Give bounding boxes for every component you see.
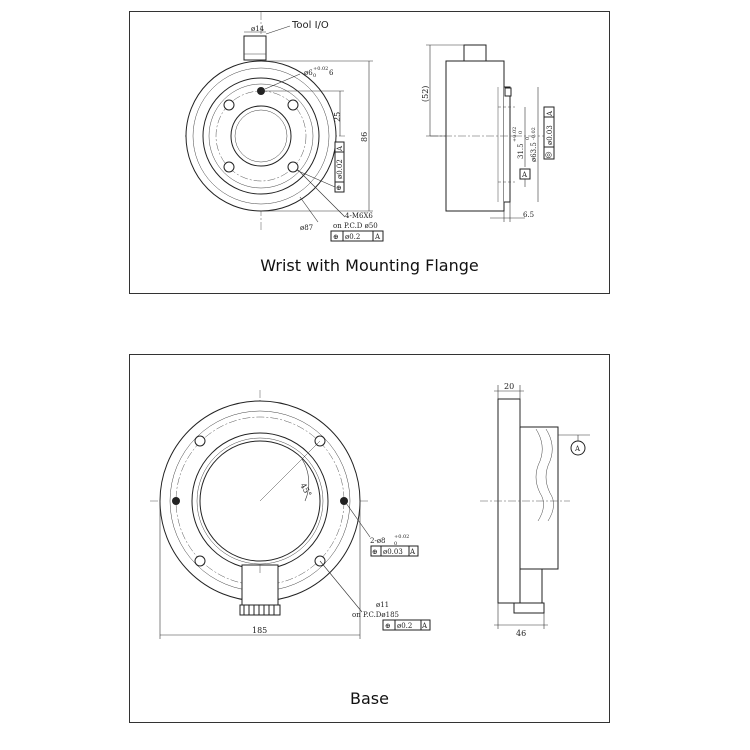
base-bolt-hole bbox=[194, 435, 206, 447]
side-dim52: (52) bbox=[421, 86, 430, 102]
side-conc-val: ø0.03 bbox=[546, 125, 554, 145]
base-bolt-hole bbox=[194, 555, 206, 567]
side-connector bbox=[463, 44, 487, 62]
side-tol63-upper: 0 bbox=[525, 137, 531, 140]
base-pin-pos-sym: ⊕ bbox=[372, 548, 378, 556]
pin-tol-upper: +0.02 bbox=[313, 66, 328, 72]
dim65-label: 6.5 bbox=[523, 211, 534, 219]
dim25-label: 25 bbox=[333, 112, 342, 122]
base-pcd-pos-sym: ⊕ bbox=[385, 622, 391, 630]
pos-tol-val: ø0.2 bbox=[345, 233, 360, 241]
dia14-label: ø14 bbox=[251, 25, 265, 33]
base-pin-holes: 2-ø8 bbox=[370, 537, 386, 545]
wrist-drawing-panel: ø14 Tool I/O ø6 +0.02 0 6 bbox=[129, 11, 610, 294]
base-pin-hole bbox=[172, 497, 180, 505]
flat-tol-val: ø0.02 bbox=[336, 159, 344, 179]
thread-hole bbox=[223, 161, 235, 173]
pcd-label: on P.C.D ø50 bbox=[333, 222, 378, 230]
base-pin-pos-ref: A bbox=[409, 548, 416, 556]
pos-tol-ref: A bbox=[374, 233, 381, 241]
base-caption: Base bbox=[350, 689, 389, 708]
side-dia63: ø63.5 bbox=[530, 142, 538, 162]
thread-hole bbox=[287, 161, 299, 173]
base-side-view: 20 46 A bbox=[480, 382, 590, 638]
tool-io-label: Tool I/O bbox=[291, 20, 329, 31]
wrist-side-view: (52) 31.5 +0.02 0 ø63.5 0 -0.02 A ø0.03 … bbox=[421, 44, 555, 222]
base-drawing-panel: 45° 185 2-ø8 +0.02 0 ⊕ bbox=[129, 354, 610, 723]
dim20-label: 20 bbox=[504, 382, 514, 391]
pin-depth-label: 6 bbox=[329, 69, 334, 77]
thread-hole bbox=[287, 99, 299, 111]
pos-tol-sym: ⊕ bbox=[333, 233, 339, 241]
wrist-caption: Wrist with Mounting Flange bbox=[260, 256, 479, 275]
base-datum-a bbox=[570, 440, 586, 456]
base-pcd-pos-ref: A bbox=[421, 622, 428, 630]
side-tol63-lower: -0.02 bbox=[531, 127, 537, 140]
base-pin-tol-upper: +0.02 bbox=[394, 534, 409, 540]
flat-tol-ref: A bbox=[336, 145, 344, 152]
side-tol315-lower: 0 bbox=[518, 131, 524, 134]
side-conc-sym: ◎ bbox=[545, 150, 552, 159]
tool-io-connector bbox=[243, 35, 267, 61]
center-bore bbox=[230, 105, 292, 167]
wrist-drawing: ø14 Tool I/O ø6 +0.02 0 6 bbox=[185, 12, 555, 242]
base-datum-a-label: A bbox=[574, 445, 581, 453]
flat-tol-sym: ⊕ bbox=[336, 184, 342, 192]
side-dim315: 31.5 bbox=[517, 143, 525, 159]
pin-tol-lower: 0 bbox=[313, 73, 316, 79]
base-hole-dia: ø11 bbox=[376, 601, 389, 609]
dim46-label: 46 bbox=[516, 629, 526, 638]
thread-label: 4-M6X6 bbox=[345, 212, 373, 220]
dia87-label: ø87 bbox=[300, 224, 313, 232]
pin-hole-label: ø6 bbox=[304, 69, 313, 77]
wrist-front-view: ø14 Tool I/O ø6 +0.02 0 6 bbox=[185, 12, 384, 242]
side-conc-ref: A bbox=[546, 110, 554, 117]
base-body-side bbox=[519, 426, 559, 570]
dim86-label: 86 bbox=[360, 132, 369, 142]
thread-hole bbox=[223, 99, 235, 111]
dim185-label: 185 bbox=[252, 626, 267, 635]
datum-a: A bbox=[521, 171, 528, 179]
base-drawing: 45° 185 2-ø8 +0.02 0 ⊕ bbox=[150, 382, 590, 639]
base-front-view: 45° 185 2-ø8 +0.02 0 ⊕ bbox=[150, 390, 431, 639]
base-pin-tol-lower: 0 bbox=[394, 541, 397, 547]
base-pin-pos-val: ø0.03 bbox=[383, 548, 403, 556]
side-tol315-upper: +0.02 bbox=[512, 127, 518, 142]
base-connector-side bbox=[519, 568, 543, 604]
base-pcd: on P.C.Dø185 bbox=[352, 611, 399, 619]
base-pcd-pos-val: ø0.2 bbox=[397, 622, 412, 630]
